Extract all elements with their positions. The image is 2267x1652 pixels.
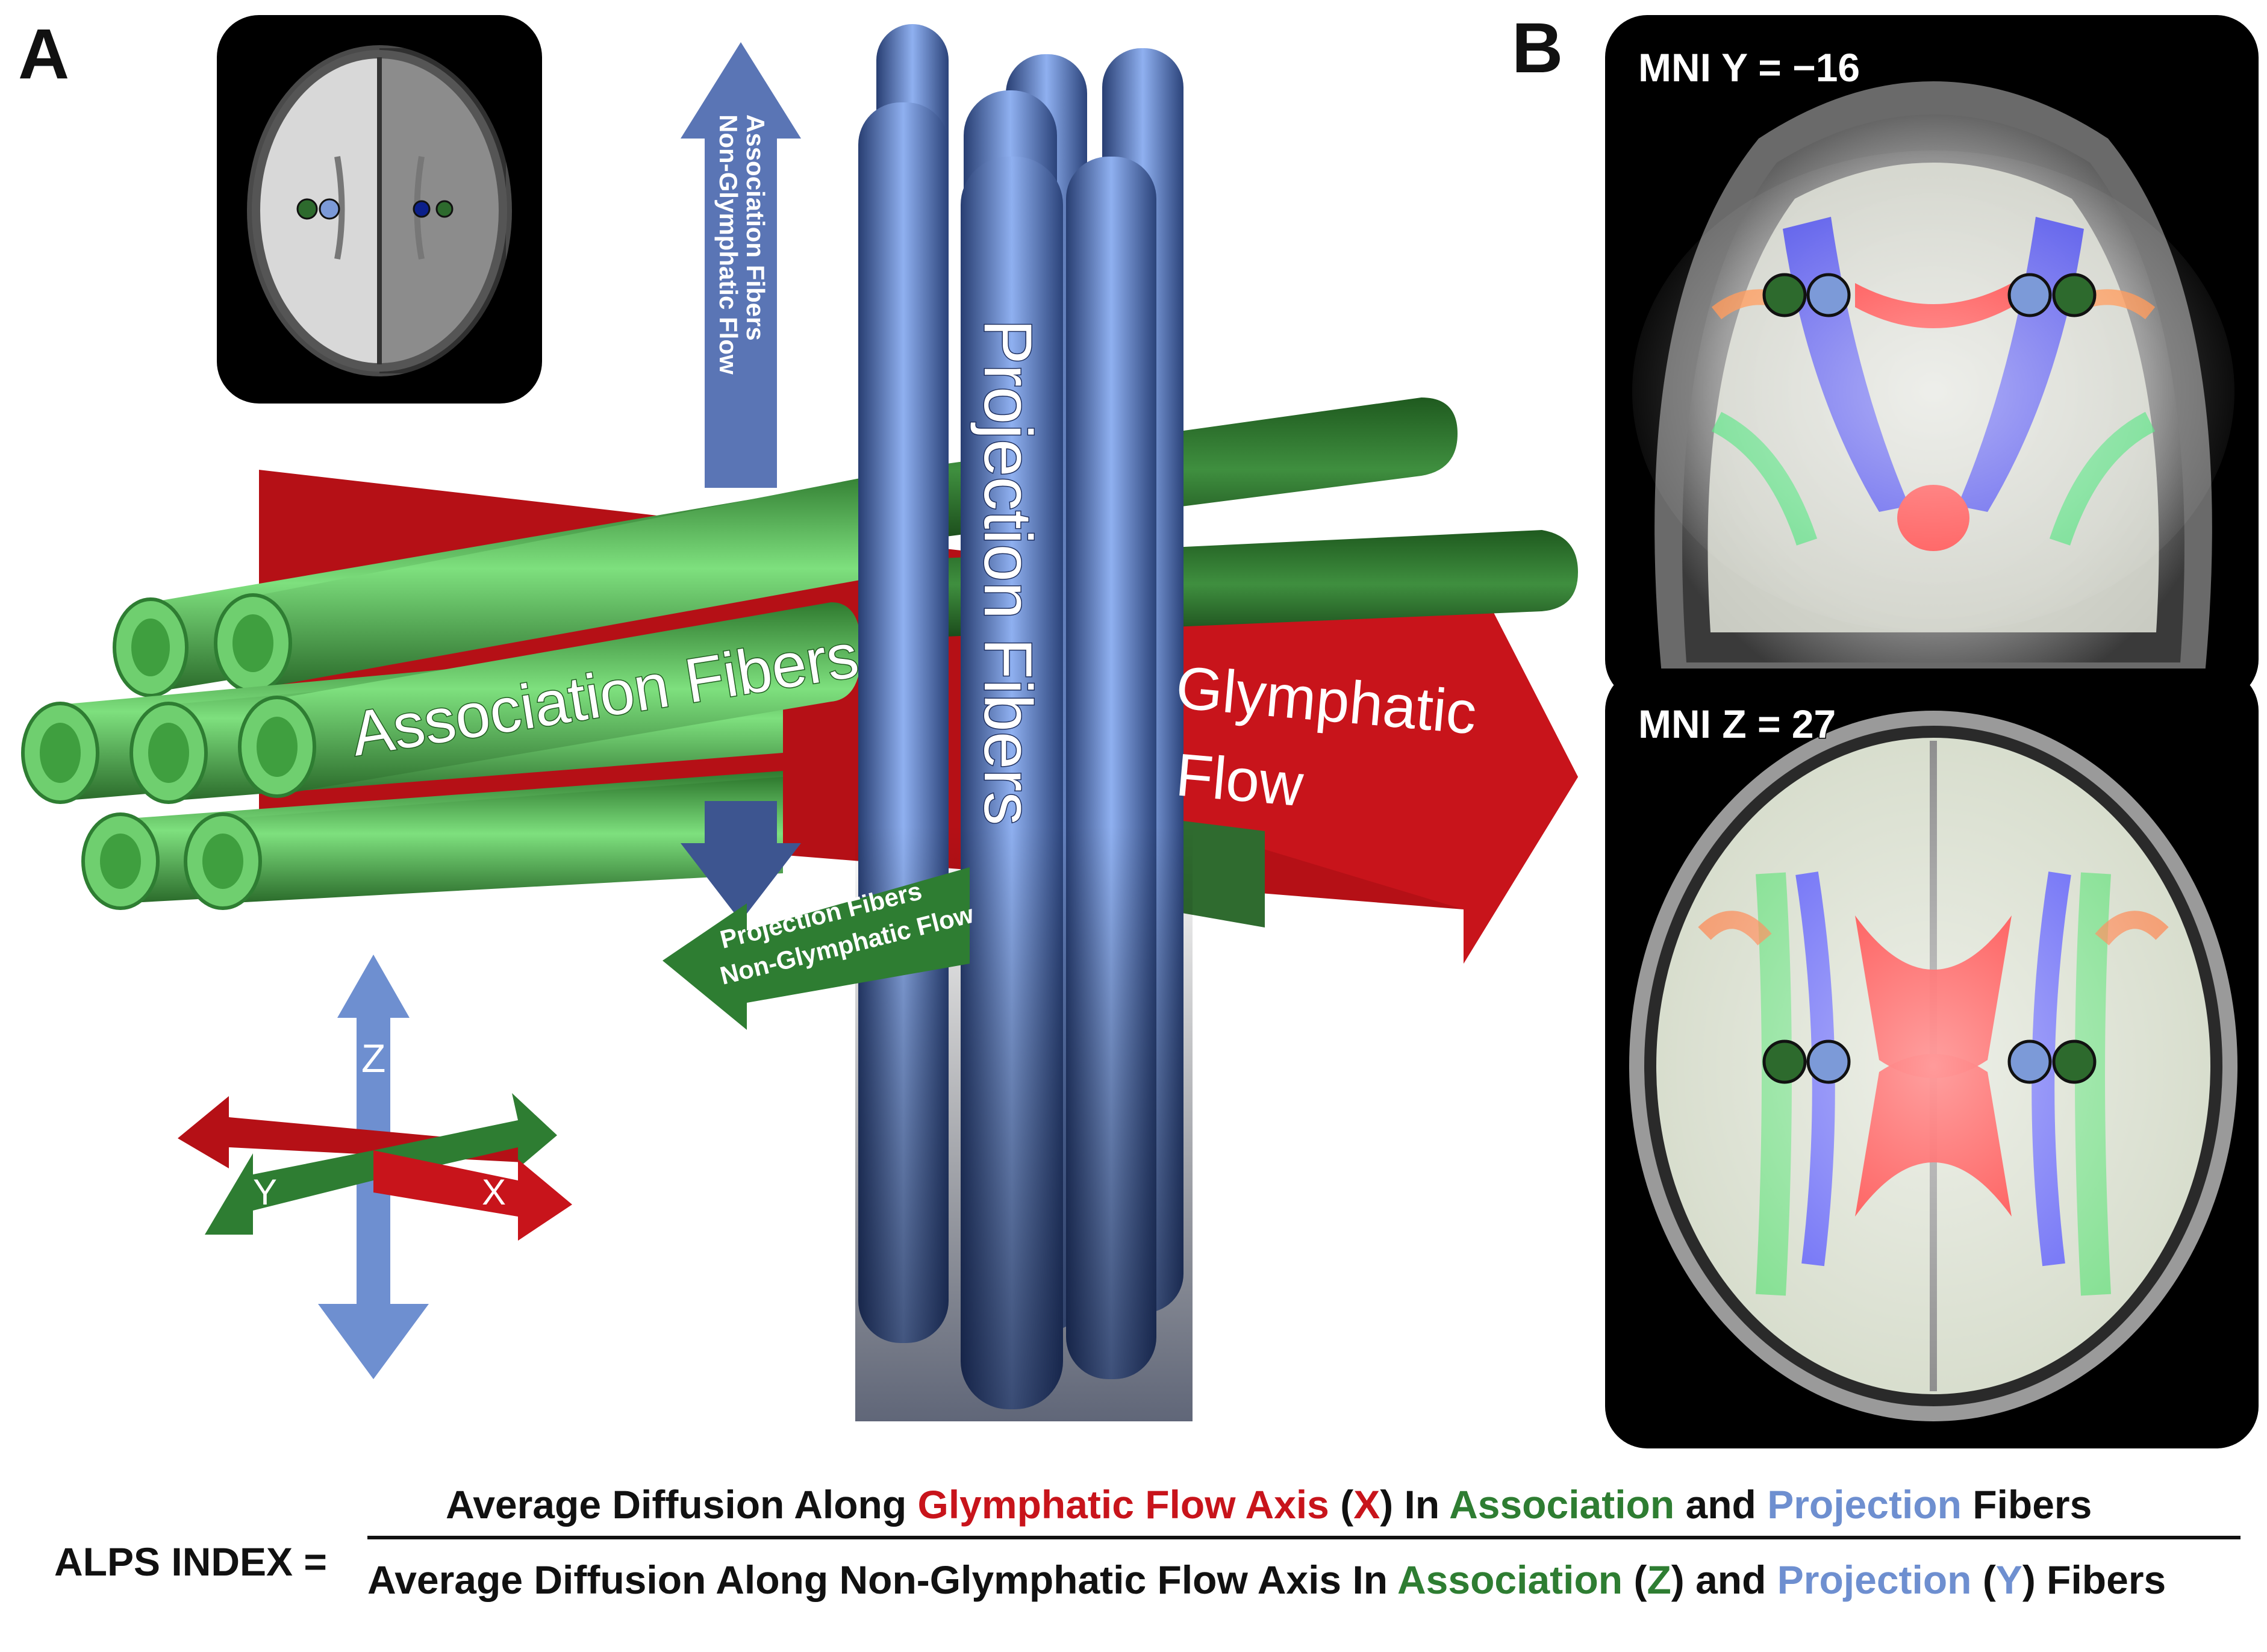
association-nonglymphatic-arrow — [681, 42, 801, 921]
association-nonglymphatic-label-2: Non-Glymphatic Flow — [714, 114, 743, 375]
association-nonglymphatic-label-1: Association Fibers — [741, 114, 770, 341]
den-text-9: ) Fibers — [2022, 1557, 2166, 1602]
axial-roi-right-assoc — [2052, 1040, 2097, 1084]
equation-numerator: Average Diffusion Along Glymphatic Flow … — [446, 1482, 2092, 1527]
axes-widget — [178, 955, 572, 1379]
coronal-roi-right-proj — [2007, 273, 2052, 317]
projection-nonglymphatic-arrow — [663, 867, 970, 1030]
den-text-3: ( — [1623, 1557, 1647, 1602]
den-projection: Projection — [1777, 1557, 1972, 1602]
axial-mni-label: MNI Z = 27 — [1638, 702, 1836, 746]
inset-roi-left-proj — [319, 198, 340, 220]
inset-roi-right-proj — [413, 200, 431, 218]
axis-x-label: X — [482, 1172, 506, 1212]
axial-roi-left-proj — [1806, 1040, 1851, 1084]
axial-roi-right-proj — [2007, 1040, 2052, 1084]
projection-fibers-bundle — [855, 24, 1193, 1421]
x-axis-front — [373, 1150, 572, 1241]
den-text-1: Average Diffusion Along Non-Glymphatic F… — [367, 1557, 1398, 1602]
panel-a-letter: A — [18, 14, 69, 94]
glymphatic-flow-label-2: Flow — [1173, 741, 1306, 819]
panel-b-letter: B — [1512, 8, 1563, 88]
den-z: Z — [1647, 1557, 1671, 1602]
alps-index-equation: ALPS INDEX = Average Diffusion Along Gly… — [0, 1482, 2267, 1644]
equation-denominator: Average Diffusion Along Non-Glymphatic F… — [367, 1557, 2166, 1603]
projection-fibers-label: Projection Fibers — [970, 319, 1046, 825]
y-axis-back — [373, 1093, 557, 1180]
equation-label: ALPS INDEX = — [54, 1539, 327, 1584]
den-text-7: ( — [1971, 1557, 1996, 1602]
num-text-5: ) In — [1380, 1482, 1450, 1527]
fraction-bar — [367, 1536, 2240, 1539]
coronal-roi-right-assoc — [2052, 273, 2097, 317]
axial-slice: MNI Z = 27 — [1605, 669, 2259, 1448]
coronal-slice: MNI Y = −16 — [1605, 15, 2259, 702]
axis-z-label: Z — [361, 1036, 385, 1080]
inset-roi-right-assoc — [435, 200, 454, 218]
coronal-roi-left-assoc — [1762, 273, 1807, 317]
den-text-5: ) and — [1671, 1557, 1777, 1602]
den-association: Association — [1397, 1557, 1623, 1602]
num-x: X — [1353, 1482, 1380, 1527]
coronal-roi-left-proj — [1806, 273, 1851, 317]
num-projection: Projection — [1767, 1482, 1962, 1527]
axial-roi-left-assoc — [1762, 1040, 1807, 1084]
num-text-9: Fibers — [1961, 1482, 2092, 1527]
num-text-3: ( — [1329, 1482, 1354, 1527]
axis-y-label: Y — [253, 1172, 277, 1212]
association-fibers-bundle — [21, 470, 903, 910]
coronal-mni-label: MNI Y = −16 — [1638, 45, 1860, 90]
inset-roi-left-assoc — [296, 198, 318, 220]
num-text-7: and — [1674, 1482, 1768, 1527]
num-glymphatic-axis: Glymphatic Flow Axis — [917, 1482, 1329, 1527]
num-text-1: Average Diffusion Along — [446, 1482, 918, 1527]
den-y: Y — [1995, 1557, 2022, 1602]
num-association: Association — [1449, 1482, 1675, 1527]
inset-axial-brain — [217, 15, 542, 404]
y-axis-front — [205, 1150, 373, 1235]
